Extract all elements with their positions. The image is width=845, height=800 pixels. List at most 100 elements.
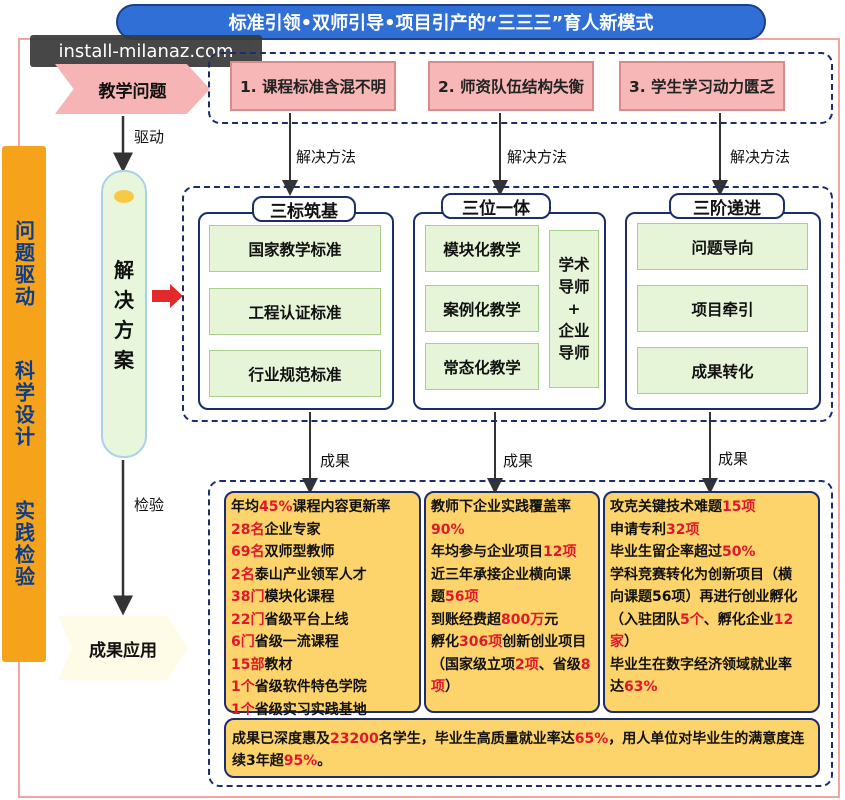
result-line: （入驻团队5个、孵化企业12家） — [610, 609, 813, 654]
result-text: 省级平台上线 — [264, 611, 349, 628]
result-text: 创新创业项目 — [502, 634, 587, 650]
result-line: 毕业生在数字经济领域就业率 — [610, 654, 813, 677]
dual-mentor-text: 企业 — [558, 322, 590, 340]
result-text: 企业专家 — [264, 521, 321, 538]
result-text: 向课题56项）再进行创业孵化 — [610, 589, 798, 605]
solution-pill — [101, 170, 147, 458]
result-highlight: 69名 — [231, 544, 265, 560]
dual-mentor-text: 学术 — [558, 256, 590, 274]
result-text: （入驻团队 — [610, 611, 680, 628]
result-line: 1个省级实习实践基地 — [231, 699, 414, 722]
result-highlight: 90% — [431, 521, 465, 538]
standard-item: 国家教学标准 — [209, 225, 381, 272]
solutions-box — [182, 186, 833, 422]
result-line: 学科竞赛转化为创新项目（横 — [610, 564, 813, 587]
result-text: 省级实习实践基地 — [254, 701, 367, 718]
result-line: 向课题56项）再进行创业孵化 — [610, 586, 813, 609]
result-highlight: 32项 — [666, 521, 700, 538]
result-line: 28名企业专家 — [231, 519, 414, 542]
result-highlight: 23200 — [330, 731, 379, 747]
result-text: 题 — [431, 589, 445, 605]
problem-1: 1. 课程标准含混不明 — [230, 61, 396, 111]
dual-mentor-text: 导师 — [558, 344, 590, 362]
check-label: 检验 — [134, 496, 165, 514]
result-highlight: 6门 — [231, 634, 255, 650]
result-text: （国家级立项 — [431, 656, 515, 673]
result-highlight: 2项 — [515, 656, 539, 673]
result-highlight: 63% — [624, 679, 658, 695]
drive-label: 驱动 — [134, 128, 165, 146]
solution-text-label: 解决方案 — [114, 258, 134, 372]
result-label-1: 成果 — [320, 452, 351, 470]
result-text: 、孵化企业 — [703, 611, 774, 628]
result-highlight: 95% — [283, 753, 318, 769]
result-line: 年均45%课程内容更新率 — [231, 496, 414, 519]
teaching-item: 模块化教学 — [425, 225, 539, 272]
result-highlight: 12项 — [543, 544, 577, 560]
result-text: 教师下企业实践覆盖率 — [431, 499, 571, 515]
result-line: 2名泰山产业领军人才 — [231, 564, 414, 587]
result-highlight: 1个 — [231, 701, 255, 718]
side-banner: 问题驱动 科学设计 实践检验 — [2, 146, 46, 662]
result-text: 孵化 — [431, 634, 459, 650]
result-highlight: 65% — [574, 731, 609, 747]
result-highlight: 1个 — [231, 679, 255, 695]
result-highlight: 15部 — [231, 656, 265, 673]
standard-item: 工程认证标准 — [209, 288, 381, 335]
result-line: 90% — [431, 519, 593, 542]
watermark: install-milanaz.com — [30, 35, 262, 67]
result-label-3: 成果 — [718, 450, 749, 468]
result-text: 年均 — [231, 499, 259, 515]
result-text: 课程内容更新率 — [292, 499, 391, 515]
problem-tag: 教学问题 — [55, 64, 210, 114]
result-text: 达 — [610, 679, 624, 695]
result-text: 泰山产业领军人才 — [254, 566, 367, 583]
progression-item: 问题导向 — [637, 223, 808, 270]
result-line: 毕业生留企率超过50% — [610, 541, 813, 564]
result-text: 、省级 — [538, 656, 581, 673]
application-tag: 成果应用 — [58, 616, 188, 680]
result-highlight: 56项 — [445, 589, 479, 605]
result-line: 孵化306项创新创业项目 — [431, 631, 593, 654]
method-label-3: 解决方法 — [730, 148, 791, 166]
result-highlight: 5个 — [680, 611, 704, 628]
result-text: 申请专利 — [610, 521, 666, 538]
teaching-item: 常态化教学 — [425, 343, 539, 390]
result-text: ） — [624, 634, 638, 650]
result-line: 申请专利32项 — [610, 519, 813, 542]
result-label-2: 成果 — [503, 452, 534, 470]
result-text: ） — [445, 679, 459, 695]
result-text: 学科竞赛转化为创新项目（横 — [610, 566, 792, 583]
teaching-item: 案例化教学 — [425, 285, 539, 332]
result-text: 毕业生留企率超过 — [610, 544, 722, 560]
result-line: 15部教材 — [231, 654, 414, 677]
result-text: 年均参与企业项目 — [431, 544, 543, 560]
result-line: 1个省级软件特色学院 — [231, 676, 414, 699]
result-text: 毕业生在数字经济领域就业率 — [610, 656, 792, 673]
progression-item: 成果转化 — [637, 347, 808, 394]
result-line: 年均参与企业项目12项 — [431, 541, 593, 564]
result-text: 双师型教师 — [264, 544, 335, 560]
result-line: 攻克关键技术难题15项 — [610, 496, 813, 519]
result-text: 名学生，毕业生高质量就业率达 — [378, 731, 575, 747]
results-summary: 成果已深度惠及23200名学生，毕业生高质量就业率达65%，用人单位对毕业生的满… — [224, 718, 820, 778]
result-highlight: 22门 — [231, 611, 265, 628]
result-line: 到账经费超800万元 — [431, 609, 593, 632]
result-text: 。 — [317, 753, 332, 769]
result-line: 题56项 — [431, 586, 593, 609]
result-highlight: 12 — [773, 611, 794, 628]
progression-item: 项目牵引 — [637, 285, 808, 332]
result-text: 成果已深度惠及 — [232, 731, 330, 747]
result-text: 到账经费超 — [431, 611, 501, 628]
method-label-1: 解决方法 — [296, 148, 357, 166]
result-line: 近三年承接企业横向课 — [431, 564, 593, 587]
group-standards-title: 三标筑基 — [252, 196, 356, 222]
result-text: 元 — [544, 611, 559, 628]
result-text: 省级软件特色学院 — [254, 679, 367, 695]
method-label-2: 解决方法 — [507, 148, 568, 166]
result-highlight: 800万 — [501, 611, 545, 628]
result-text: ，用人单位对毕业生的满意度连续3年超 — [232, 731, 805, 769]
result-line: 6门省级一流课程 — [231, 631, 414, 654]
